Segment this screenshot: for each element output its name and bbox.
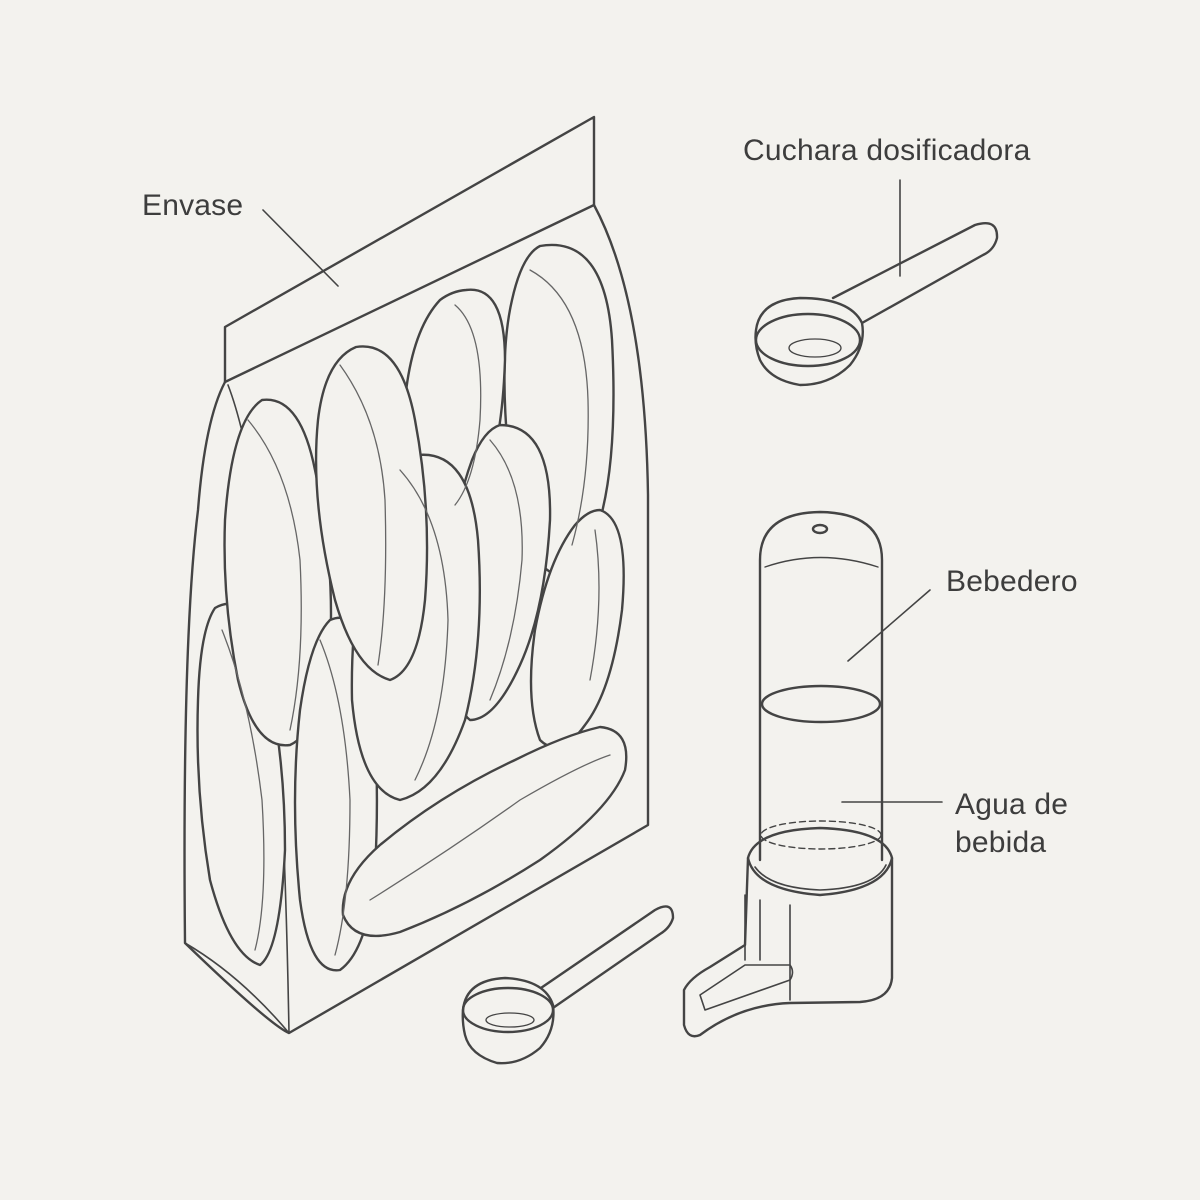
label-agua-de-bebida: Agua de bebida <box>955 786 1068 862</box>
label-envase: Envase <box>142 189 244 222</box>
dispenser-tube <box>758 510 884 862</box>
cuttlebone-front-diagonal <box>341 725 628 938</box>
scoop-small-bowl-bottom <box>485 1012 535 1028</box>
package-bag <box>183 115 650 1035</box>
cuttlebone-right-lower <box>529 508 625 749</box>
cuttlebone-big-left <box>314 345 429 682</box>
dispenser-collar-top <box>746 826 894 860</box>
dispenser-spout-wall <box>744 894 791 1001</box>
label-bebedero: Bebedero <box>946 565 1078 598</box>
scoop-large-bowl-inner <box>754 312 862 368</box>
scoop-small-handle <box>536 905 675 1012</box>
dispenser-base <box>682 856 894 1038</box>
dispenser-top-hole <box>811 523 829 535</box>
label-cuchara-dosificadora: Cuchara dosificadora <box>743 134 1031 167</box>
scoop-large-bowl <box>754 296 864 387</box>
leader-line-bebedero <box>847 589 931 662</box>
measuring-scoop-small <box>461 905 675 1065</box>
water-dispenser <box>682 510 894 1038</box>
dispenser-water-level <box>760 684 882 724</box>
dispenser-collar-inner <box>754 864 887 891</box>
scoop-large-handle <box>831 221 999 325</box>
scoop-large-bowl-bottom <box>788 338 842 358</box>
label-agua-line-1: Agua de <box>955 788 1069 821</box>
dispenser-tube-bottom <box>760 820 882 850</box>
scoop-small-bowl-inner <box>461 986 555 1034</box>
bag-bottom-edge <box>184 942 290 1034</box>
dispenser-tube-top-edge <box>764 556 879 568</box>
leader-line-envase <box>262 209 339 287</box>
bag-seal-line <box>223 203 596 384</box>
label-agua-line-2: bebida <box>955 826 1047 859</box>
measuring-scoop-large <box>754 221 999 387</box>
scoop-small-bowl <box>461 976 555 1065</box>
